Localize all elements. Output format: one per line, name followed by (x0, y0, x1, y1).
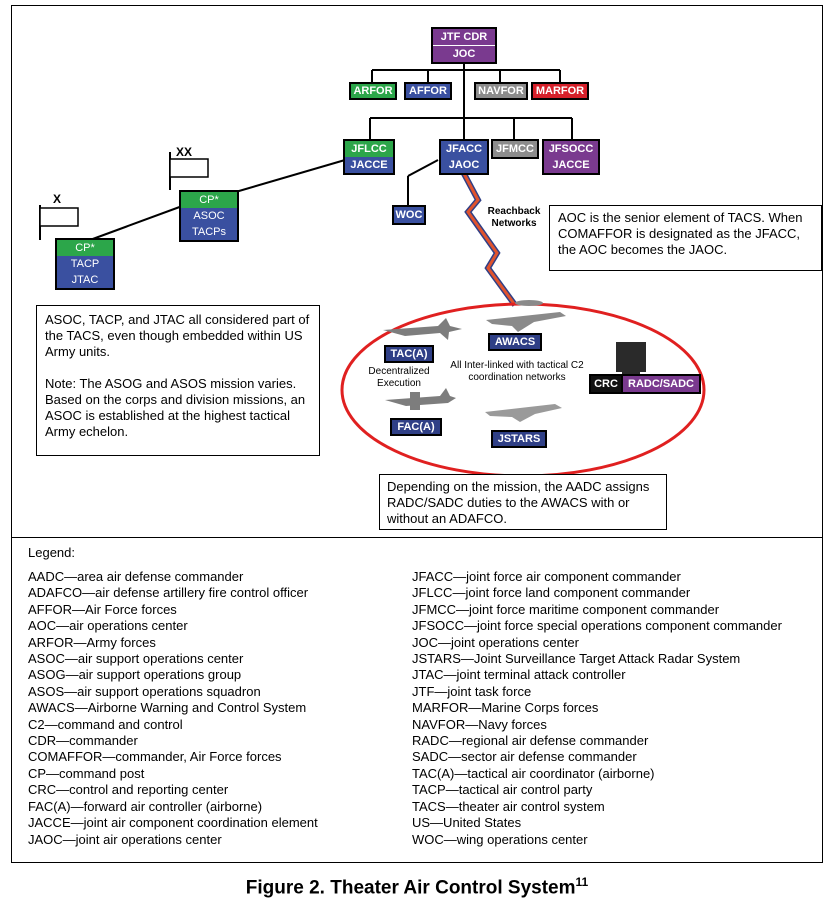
legend-entry: JTAC—joint terminal attack controller (412, 667, 626, 683)
legend-entry: RADC—regional air defense commander (412, 733, 649, 749)
legend-entry: ADAFCO—air defense artillery fire contro… (28, 585, 309, 601)
affor-box: AFFOR (404, 82, 452, 100)
legend-entry: AFFOR—Air Force forces (28, 601, 177, 617)
legend-entry: COMAFFOR—commander, Air Force forces (28, 749, 282, 765)
arfor-box: ARFOR (349, 82, 397, 100)
echelon-division-label: X (53, 192, 62, 206)
division-cp-label: CP* (57, 240, 113, 256)
awacs-aircraft-icon (486, 300, 566, 332)
legend-entry: CP—command post (28, 765, 145, 781)
jstars-box: JSTARS (491, 430, 547, 448)
legend-entry: JACCE—joint air component coordination e… (28, 815, 318, 831)
legend-entry: WOC—wing operations center (412, 831, 588, 847)
crc-box: CRC (589, 374, 623, 394)
radc-sadc-box: RADC/SADC (621, 374, 701, 394)
legend-entry: AOC—air operations center (28, 618, 188, 634)
decentralized-execution-label: Decentralized Execution (368, 366, 430, 389)
navfor-box: NAVFOR (474, 82, 528, 100)
legend-entry: JFSOCC—joint force special operations co… (412, 618, 782, 634)
legend-entry: TAC(A)—tactical air coordinator (airborn… (412, 765, 655, 781)
legend-entry: TACP—tactical air control party (412, 782, 593, 798)
jtf-cdr-box: JTF CDR JOC (431, 27, 497, 64)
jfacc-box: JFACC JAOC (439, 139, 489, 175)
legend-entry: ASOG—air support operations group (28, 667, 242, 683)
legend-entry: JFACC—joint force air component commande… (412, 569, 681, 584)
legend-entry: ARFOR—Army forces (28, 634, 156, 650)
legend-entry: TACS—theater air control system (412, 798, 605, 814)
legend-entry: FAC(A)—forward air controller (airborne) (28, 798, 263, 814)
aoc-note: AOC is the senior element of TACS. When … (549, 205, 822, 271)
legend-entry: ASOC—air support operations center (28, 651, 244, 667)
jacce-label: JACCE (345, 157, 393, 173)
legend-left-column: AADC—area air defense commander ADAFCO—a… (28, 569, 318, 848)
tacp-label: TACP (57, 256, 113, 272)
jfsocc-label: JFSOCC (544, 141, 598, 157)
legend-title: Legend: (28, 545, 75, 560)
jfmcc-box: JFMCC (491, 139, 539, 159)
awacs-box: AWACS (488, 333, 542, 351)
figure-caption: Figure 2. Theater Air Control System11 (0, 875, 834, 899)
legend-entry: MARFOR—Marine Corps forces (412, 700, 599, 716)
legend-entry: JOC—joint operations center (412, 634, 579, 650)
legend-entry: JTF—joint task force (412, 683, 532, 699)
aadc-note-text: Depending on the mission, the AADC assig… (387, 479, 650, 526)
aoc-note-text: AOC is the senior element of TACS. When … (558, 210, 803, 257)
legend-entry: JFLCC—joint force land component command… (412, 585, 691, 601)
asoc-note: ASOC, TACP, and JTAC all considered part… (36, 305, 320, 456)
legend-right-column: JFACC—joint force air component commande… (412, 569, 782, 848)
jacce-label: JACCE (544, 157, 598, 173)
legend-entry: JFMCC—joint force maritime component com… (412, 601, 720, 617)
attack-aircraft-icon (385, 388, 456, 410)
aadc-note: Depending on the mission, the AADC assig… (379, 474, 667, 530)
legend-entry: US—United States (412, 815, 522, 831)
legend-entry: CRC—control and reporting center (28, 782, 229, 798)
fac-a-box: FAC(A) (390, 418, 442, 436)
radar-icon (616, 342, 646, 378)
marfor-box: MARFOR (531, 82, 589, 100)
legend-entry: SADC—sector air defense commander (412, 749, 637, 765)
tacps-label: TACPs (181, 224, 237, 240)
legend-entry: JAOC—joint air operations center (28, 831, 222, 847)
asoc-label: ASOC (181, 208, 237, 224)
corps-cp-box: CP* ASOC TACPs (179, 190, 239, 242)
legend-entry: ASOS—air support operations squadron (28, 683, 261, 699)
legend-entry: AWACS—Airborne Warning and Control Syste… (28, 700, 307, 716)
jfsocc-box: JFSOCC JACCE (542, 139, 600, 175)
echelon-corps-label: XX (176, 145, 193, 159)
legend-entry: NAVFOR—Navy forces (412, 716, 547, 732)
legend-entry: CDR—commander (28, 733, 138, 749)
woc-box: WOC (392, 205, 426, 225)
jstars-aircraft-icon (485, 404, 562, 422)
asog-note-text: Note: The ASOG and ASOS mission varies. … (45, 376, 306, 439)
jfacc-label: JFACC (441, 141, 487, 157)
legend-entry: JSTARS—Joint Surveillance Target Attack … (412, 651, 741, 667)
division-cp-box: CP* TACP JTAC (55, 238, 115, 290)
jflcc-label: JFLCC (345, 141, 393, 157)
jtf-cdr-label: JTF CDR (440, 31, 488, 43)
asoc-note-text: ASOC, TACP, and JTAC all considered part… (45, 312, 310, 359)
jaoc-label: JAOC (441, 157, 487, 173)
jtac-label: JTAC (57, 272, 113, 288)
reachback-label: Reachback Networks (487, 206, 541, 229)
fighter-jet-icon (383, 318, 462, 340)
legend-entry: C2—command and control (28, 716, 183, 732)
joc-label: JOC (433, 45, 495, 62)
tac-a-box: TAC(A) (384, 345, 434, 363)
jflcc-box: JFLCC JACCE (343, 139, 395, 175)
legend-frame (11, 537, 823, 863)
interlinked-label: All Inter-linked with tactical C2 coordi… (450, 360, 584, 383)
caption-text: Figure 2. Theater Air Control System (245, 877, 576, 899)
caption-footnote: 11 (575, 875, 589, 889)
legend-entry: AADC—area air defense commander (28, 569, 244, 584)
corps-cp-label: CP* (181, 192, 237, 208)
